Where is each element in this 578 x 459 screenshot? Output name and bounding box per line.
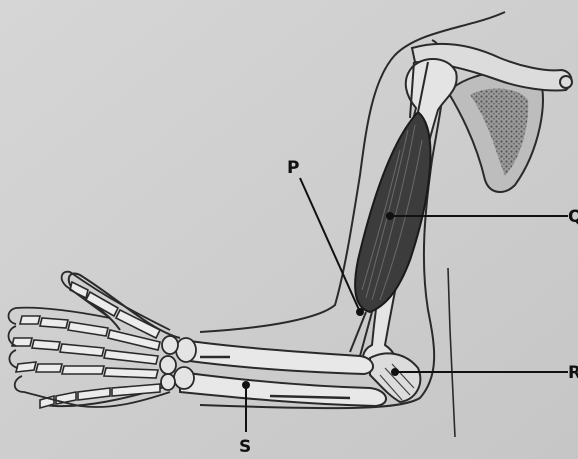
label-r: R [568, 363, 578, 383]
label-p: P [287, 158, 299, 178]
pointer-dot-s [243, 382, 249, 388]
pointer-dot-p [357, 309, 363, 315]
label-q: Q [568, 207, 578, 227]
pointer-dot-r [392, 369, 398, 375]
pointer-dot-q [387, 213, 393, 219]
label-s: S [239, 437, 251, 457]
